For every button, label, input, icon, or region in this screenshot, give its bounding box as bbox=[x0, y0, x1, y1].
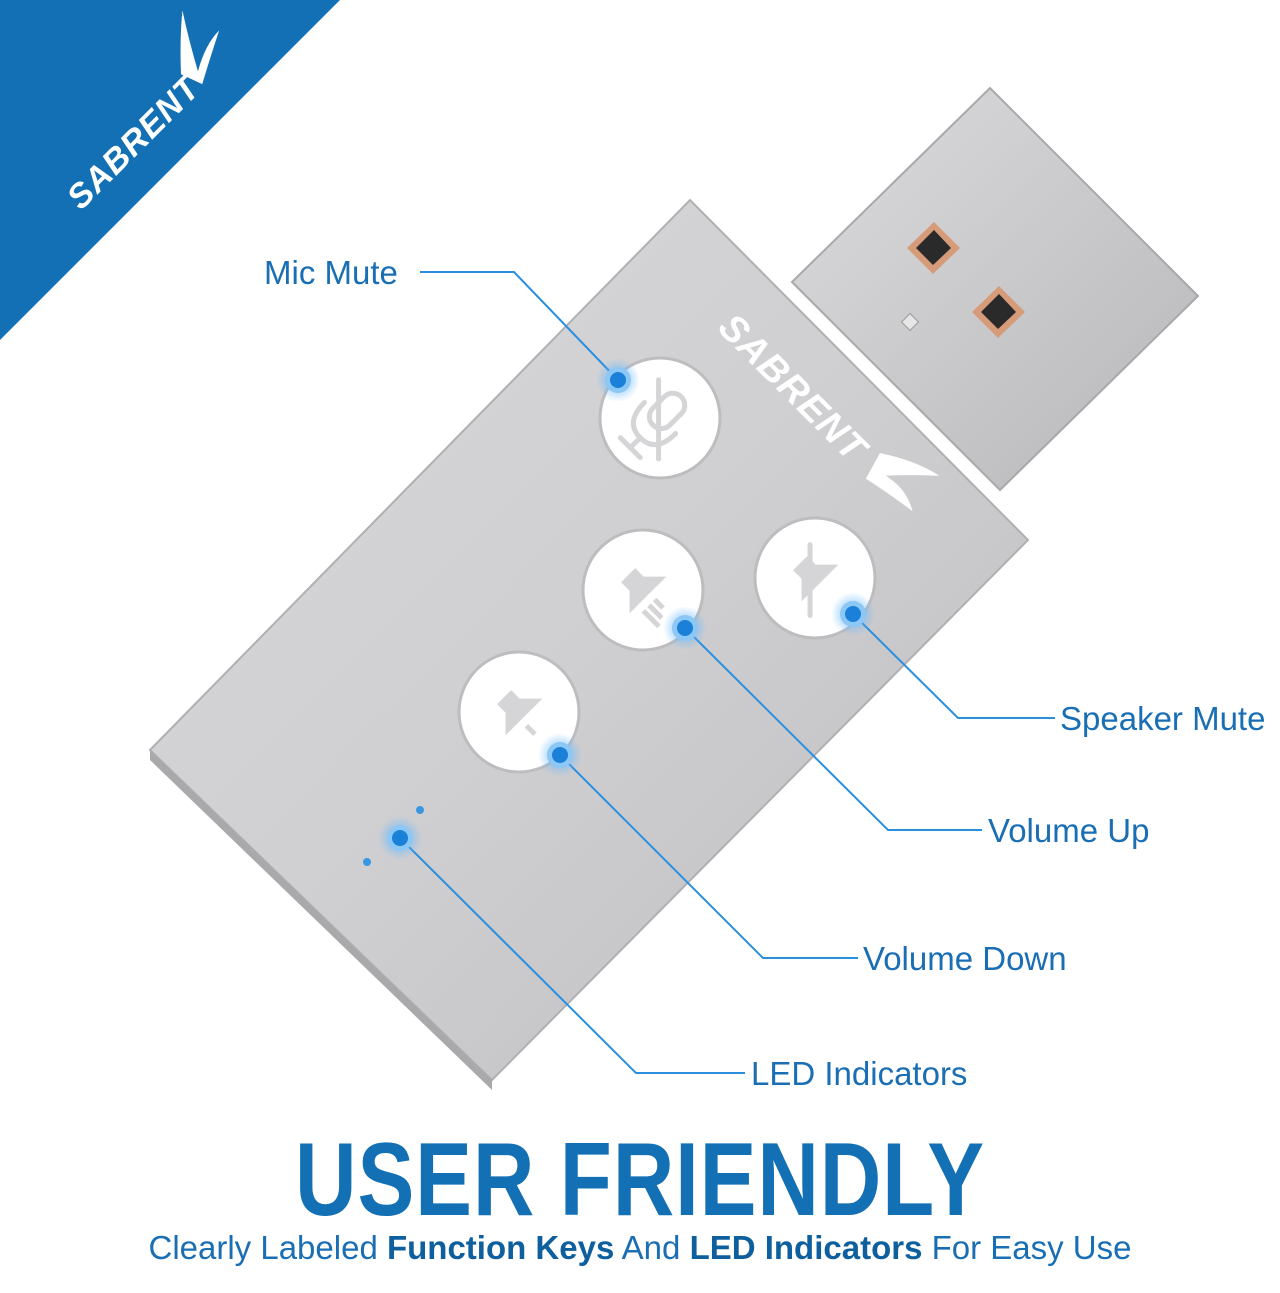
subline-part2: And bbox=[614, 1229, 690, 1266]
usb-plug bbox=[790, 86, 1200, 492]
device-logo-mark-icon bbox=[865, 453, 940, 512]
callout-line-mic-mute bbox=[420, 271, 619, 381]
label-led-indicators: LED Indicators bbox=[751, 1055, 967, 1092]
subline-function-keys: Function Keys bbox=[386, 1229, 615, 1266]
subline-led-indicators: LED Indicators bbox=[689, 1229, 923, 1266]
label-volume-down: Volume Down bbox=[863, 940, 1067, 977]
callout-line-speaker-mute bbox=[852, 613, 1055, 719]
subline: Clearly Labeled Function Keys And LED In… bbox=[0, 1228, 1280, 1268]
subline-part1: Clearly Labeled bbox=[148, 1229, 387, 1266]
callout-lines bbox=[399, 271, 1055, 1074]
subline-part3: For Easy Use bbox=[922, 1229, 1132, 1266]
label-volume-up: Volume Up bbox=[988, 812, 1149, 849]
callout-markers bbox=[378, 358, 875, 860]
volume-up-icon bbox=[621, 568, 667, 629]
headline: USER FRIENDLY bbox=[295, 1122, 985, 1238]
callout-line-volume-down bbox=[559, 754, 858, 959]
corner-brand-banner bbox=[0, 0, 340, 340]
volume-down-icon bbox=[497, 690, 543, 737]
label-mic-mute: Mic Mute bbox=[264, 254, 398, 291]
label-speaker-mute: Speaker Mute bbox=[1060, 700, 1265, 737]
led-indicators bbox=[363, 806, 424, 866]
speaker-mute-icon bbox=[793, 542, 839, 618]
mic-mute-icon bbox=[617, 377, 688, 462]
corner-logo-mark-icon bbox=[180, 10, 220, 85]
callout-line-led-indicators bbox=[399, 837, 745, 1074]
callout-line-volume-up bbox=[684, 627, 982, 831]
